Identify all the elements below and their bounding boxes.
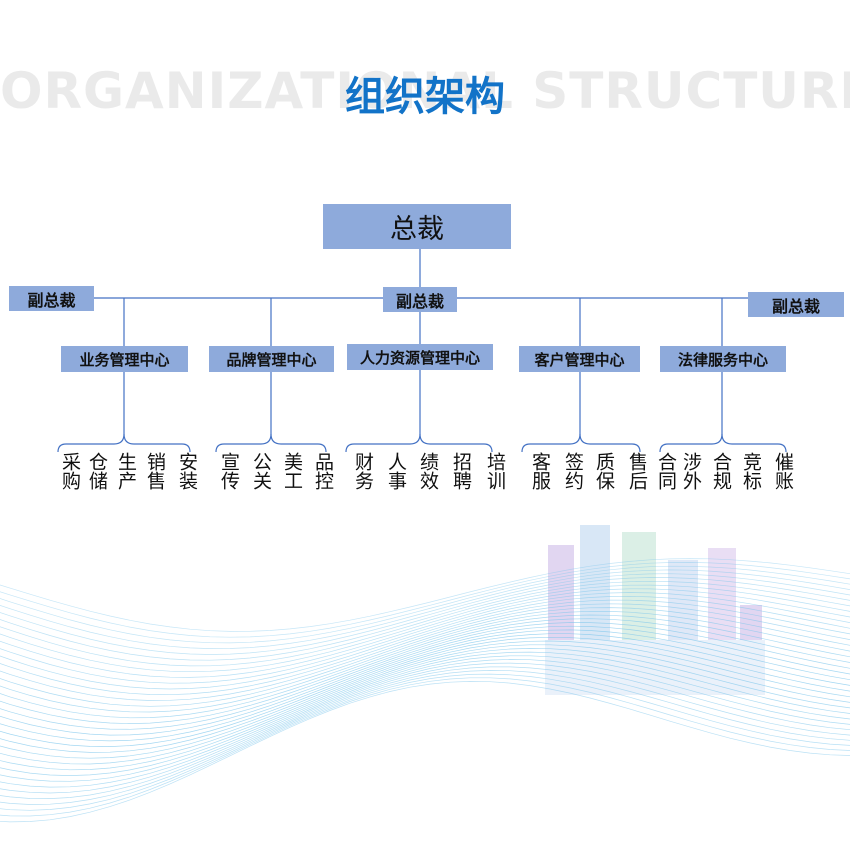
wave-line	[0, 573, 850, 655]
vp-box-left: 副总裁	[9, 286, 94, 311]
wave-line	[0, 666, 850, 799]
wave-line	[0, 595, 850, 690]
wave-line	[0, 662, 850, 794]
dept-box-hr: 人力资源管理中心	[347, 344, 493, 370]
function-label: 催账	[772, 452, 794, 490]
wave-line	[0, 599, 850, 696]
page-title: 组织架构	[345, 74, 505, 120]
wave-line	[0, 562, 850, 638]
dept-0-bracket	[57, 372, 191, 453]
function-label: 采购	[59, 452, 81, 490]
wave-line	[0, 640, 850, 759]
wave-line	[0, 603, 850, 701]
function-label: 质保	[593, 452, 615, 490]
skyline-building	[545, 640, 765, 695]
wave-line	[0, 644, 850, 765]
wave-line	[0, 588, 850, 678]
dept-1-bracket	[215, 372, 327, 453]
function-label: 财务	[352, 452, 374, 490]
function-label: 涉外	[680, 452, 702, 490]
wave-line	[0, 625, 850, 736]
function-label: 生产	[115, 452, 137, 490]
vp-box-center: 副总裁	[383, 287, 457, 312]
wave-line	[0, 607, 850, 707]
wave-line	[0, 677, 850, 817]
wave-line	[0, 670, 850, 805]
wave-line	[0, 651, 850, 776]
ceo-box: 总裁	[323, 204, 511, 249]
wave-line	[0, 580, 850, 667]
wave-line	[0, 618, 850, 724]
wave-line	[0, 614, 850, 719]
wave-line	[0, 633, 850, 747]
function-label: 售后	[626, 452, 648, 490]
function-label: 美工	[281, 452, 303, 490]
function-label: 招聘	[450, 452, 472, 490]
wave-line	[0, 584, 850, 673]
dept-3-bracket	[521, 372, 641, 453]
wave-line	[0, 558, 850, 632]
wave-line	[0, 629, 850, 742]
wave-line	[0, 622, 850, 730]
wave-line	[0, 592, 850, 684]
dept-box-business: 业务管理中心	[61, 346, 188, 372]
function-label: 宣传	[218, 452, 240, 490]
function-label: 客服	[529, 452, 551, 490]
wave-line	[0, 577, 850, 661]
function-label: 合规	[710, 452, 732, 490]
background-watermark-text: ORGANIZATIONAL STRUCTURE	[0, 62, 850, 120]
function-label: 仓储	[86, 452, 108, 490]
city-skyline-graphic	[545, 525, 765, 695]
function-label: 培训	[484, 452, 506, 490]
function-label: 人事	[385, 452, 407, 490]
wave-line	[0, 659, 850, 788]
dept-2-bracket	[345, 370, 493, 453]
wave-line	[0, 569, 850, 649]
wave-line	[0, 648, 850, 771]
function-label: 公关	[250, 452, 272, 490]
wave-line	[0, 610, 850, 713]
function-label: 销售	[144, 452, 166, 490]
wave-line	[0, 565, 850, 644]
dept-box-brand: 品牌管理中心	[209, 346, 334, 372]
function-label: 合同	[655, 452, 677, 490]
dept-4-bracket	[659, 372, 787, 453]
wave-line	[0, 655, 850, 782]
function-label: 安装	[176, 452, 198, 490]
function-label: 品控	[312, 452, 334, 490]
vp-box-right: 副总裁	[748, 292, 844, 317]
wave-line	[0, 681, 850, 823]
dept-box-customer: 客户管理中心	[519, 346, 640, 372]
function-label: 绩效	[417, 452, 439, 490]
function-label: 签约	[562, 452, 584, 490]
dept-box-legal: 法律服务中心	[660, 346, 786, 372]
wave-lines-graphic	[0, 558, 850, 823]
function-label: 竞标	[740, 452, 762, 490]
wave-line	[0, 673, 850, 811]
wave-line	[0, 636, 850, 753]
